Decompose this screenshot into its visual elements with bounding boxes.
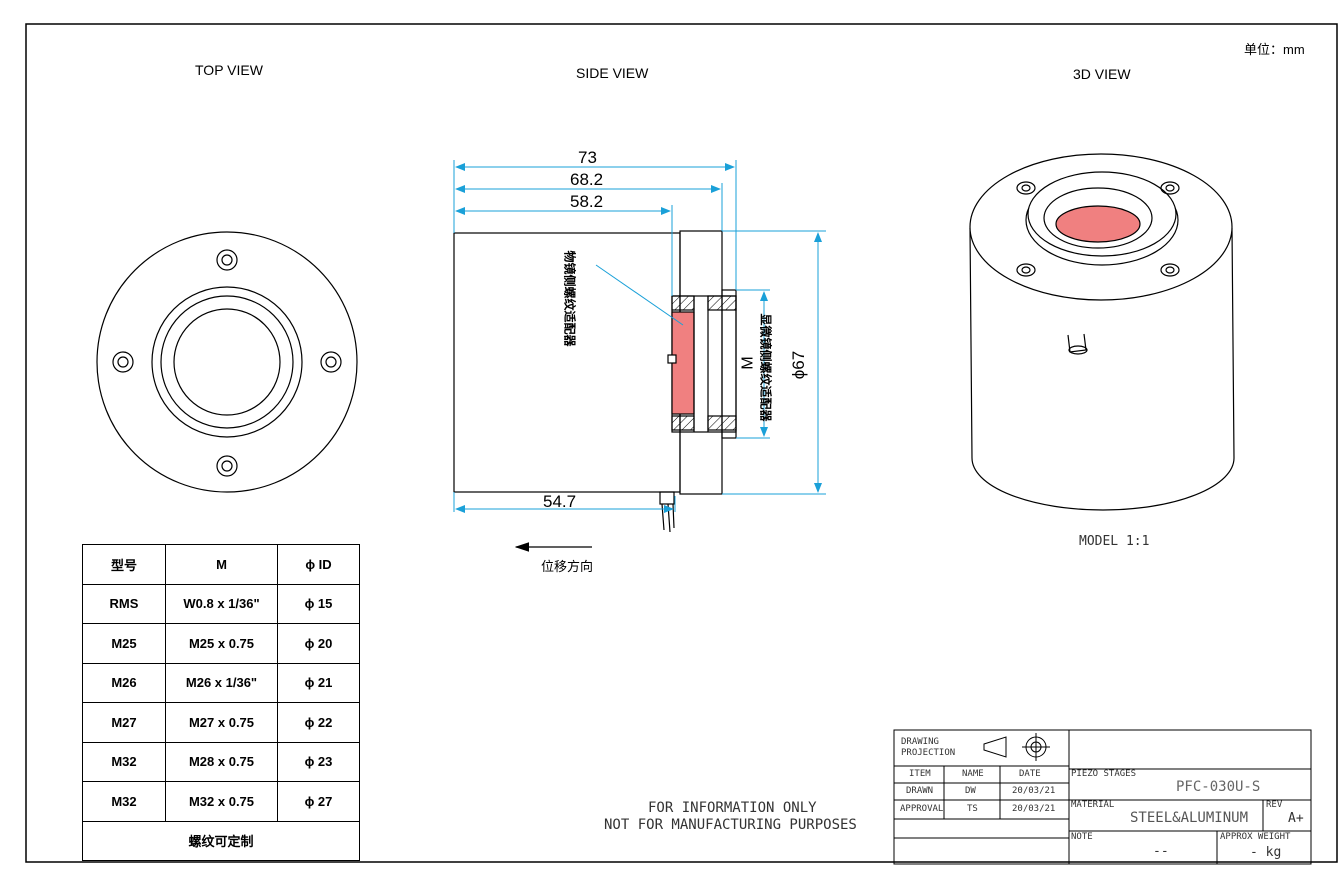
header-model: 型号 (82, 544, 166, 585)
side-view-dimensions (453, 160, 826, 513)
dim-58-2: 58.2 (570, 192, 604, 211)
rev-value: A+ (1288, 811, 1304, 826)
row-id: ϕ 23 (277, 741, 360, 782)
row-thread: M25 x 0.75 (165, 623, 278, 664)
model-scale-label: MODEL 1:1 (1079, 534, 1150, 549)
header-id: ϕ ID (277, 544, 360, 585)
unit-note: 单位：mm (1244, 42, 1305, 57)
table-row: M27 M27 x 0.75 ϕ 22 (82, 702, 360, 743)
row-model: M27 (82, 702, 166, 743)
table-footer-row: 螺纹可定制 (82, 820, 360, 861)
dim-54-7: 54.7 (543, 492, 577, 511)
dim-68-2: 68.2 (570, 170, 604, 189)
dim-73: 73 (578, 148, 597, 167)
top-view-title: TOP VIEW (195, 62, 263, 78)
row-model: RMS (82, 583, 166, 624)
rev-label: REV (1266, 800, 1283, 810)
row-id: ϕ 20 (277, 623, 360, 664)
row-id: ϕ 27 (277, 781, 360, 822)
note-label: NOTE (1071, 832, 1093, 842)
side-view-drawing (453, 230, 737, 533)
row-model: M26 (82, 662, 166, 703)
row-id: ϕ 22 (277, 702, 360, 743)
notice-line-2: NOT FOR MANUFACTURING PURPOSES (604, 817, 857, 833)
side-view-title: SIDE VIEW (576, 65, 649, 81)
table-row: M32 M28 x 0.75 ϕ 23 (82, 741, 360, 782)
approval-name: TS (967, 804, 978, 814)
row-thread: M28 x 0.75 (165, 741, 278, 782)
row-model: M32 (82, 781, 166, 822)
product-value: PFC-030U-S (1176, 779, 1261, 795)
notice-line-1: FOR INFORMATION ONLY (648, 800, 817, 816)
row-model: M25 (82, 623, 166, 664)
sheet-border (25, 23, 1338, 863)
top-view-drawing (96, 231, 358, 493)
material-label: MATERIAL (1071, 800, 1115, 810)
row-model: M32 (82, 741, 166, 782)
weight-value: - kg (1250, 845, 1282, 860)
col-date: DATE (1019, 769, 1041, 779)
iso-view-title: 3D VIEW (1073, 66, 1131, 82)
row-thread: M27 x 0.75 (165, 702, 278, 743)
table-row: RMS W0.8 x 1/36" ϕ 15 (82, 583, 360, 624)
spec-table: 型号 M ϕ ID RMS W0.8 x 1/36" ϕ 15 M25 M25 … (82, 544, 360, 861)
table-row: M32 M32 x 0.75 ϕ 27 (82, 781, 360, 822)
objective-adapter-label: 物镜侧螺纹适配器 (562, 250, 577, 347)
approval-date: 20/03/21 (1012, 804, 1056, 814)
table-row: M26 M26 x 1/36" ϕ 21 (82, 662, 360, 703)
material-value: STEEL&ALUMINUM (1130, 810, 1249, 826)
row-thread: W0.8 x 1/36" (165, 583, 278, 624)
drawn-name: DW (965, 786, 976, 796)
title-block-lines (893, 729, 1312, 865)
col-item: ITEM (909, 769, 931, 779)
drawn-label: DRAWN (906, 786, 934, 796)
drawn-date: 20/03/21 (1012, 786, 1056, 796)
table-row: M25 M25 x 0.75 ϕ 20 (82, 623, 360, 664)
row-thread: M26 x 1/36" (165, 662, 278, 703)
col-name: NAME (962, 769, 984, 779)
table-footer: 螺纹可定制 (82, 820, 360, 861)
product-label: PIEZO STAGES (1071, 769, 1137, 779)
row-id: ϕ 15 (277, 583, 360, 624)
dim-m: M (739, 356, 757, 370)
dim-phi67: ϕ67 (789, 350, 809, 380)
weight-label: APPROX WEIGHT (1220, 832, 1291, 842)
direction-label: 位移方向 (541, 559, 594, 574)
microscope-adapter-label: 显微镜侧螺纹适配器 (758, 313, 773, 422)
header-m: M (165, 544, 278, 585)
drawing-projection-label: DRAWING PROJECTION (901, 737, 956, 758)
table-header-row: 型号 M ϕ ID (82, 544, 360, 585)
row-id: ϕ 21 (277, 662, 360, 703)
iso-view-drawing (969, 153, 1235, 511)
note-value: -- (1153, 844, 1169, 859)
row-thread: M32 x 0.75 (165, 781, 278, 822)
approval-label: APPROVAL (900, 804, 944, 814)
